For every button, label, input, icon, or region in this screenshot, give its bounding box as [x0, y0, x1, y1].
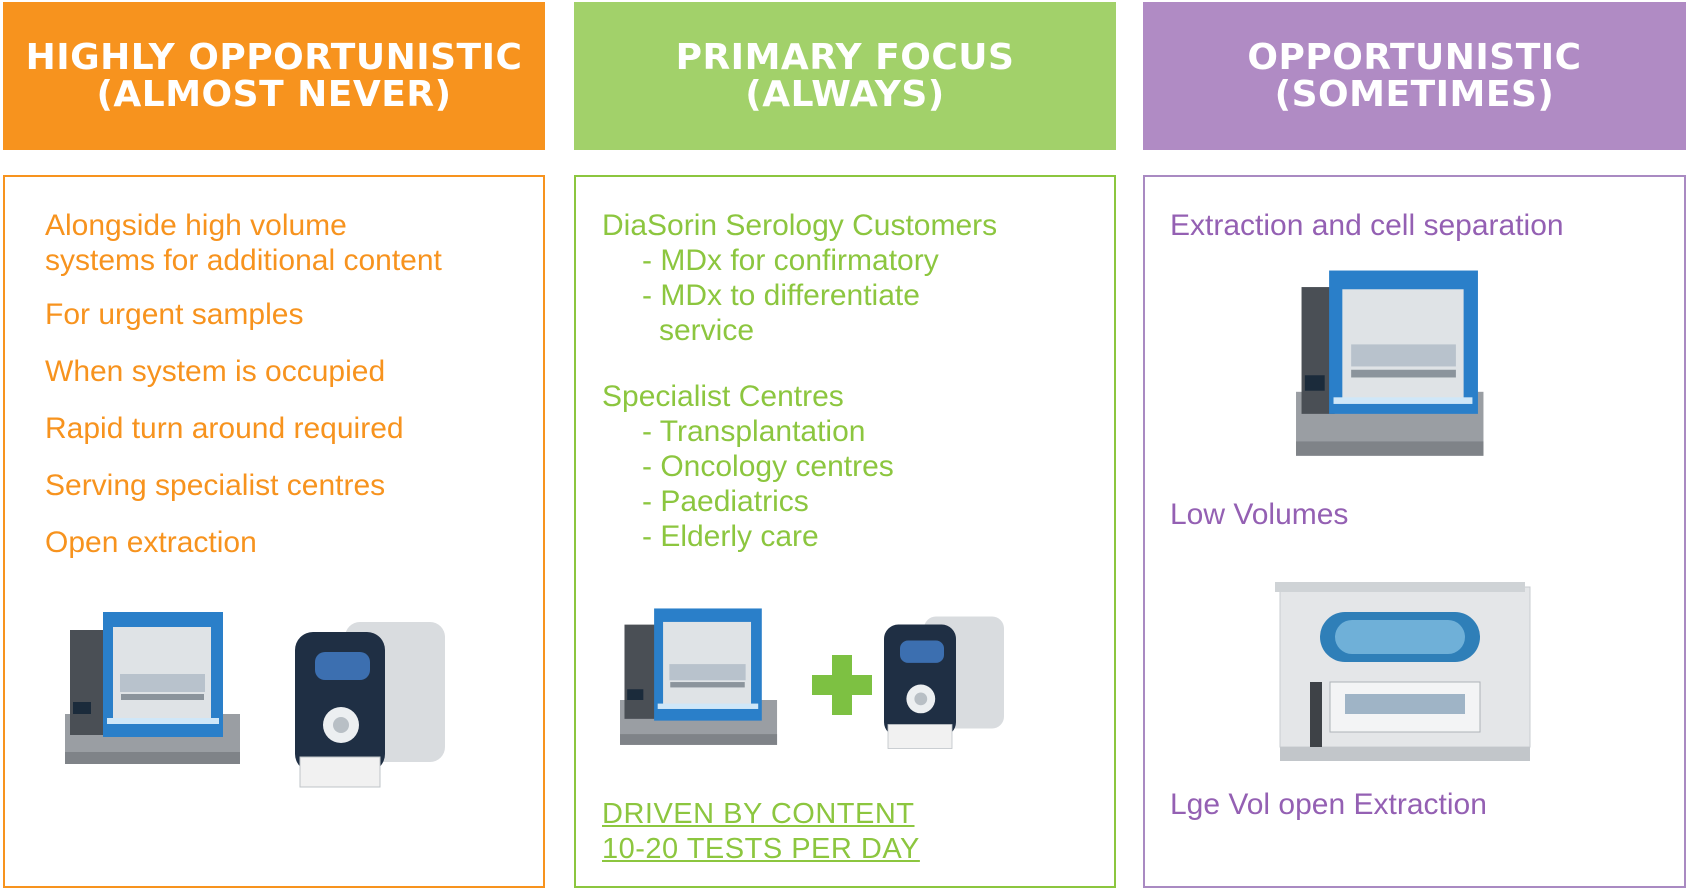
list-item: - Elderly care	[642, 520, 819, 553]
panel-primary-focus: DiaSorin Serology Customers - MDx for co…	[574, 175, 1116, 888]
header-subtitle: (ALMOST NEVER)	[96, 74, 452, 115]
list-item: - MDx for confirmatory	[642, 244, 939, 277]
header-primary-focus: PRIMARY FOCUS (ALWAYS)	[574, 2, 1116, 150]
list-item: For urgent samples	[45, 298, 304, 331]
summary-line: DRIVEN BY CONTENT	[602, 798, 915, 830]
extraction-instrument-image	[65, 612, 240, 764]
large-volume-extraction-image	[1275, 582, 1531, 761]
header-opportunistic: OPPORTUNISTIC (SOMETIMES)	[1143, 2, 1686, 150]
pcr-instrument-image	[884, 616, 1004, 749]
list-item: service	[659, 314, 755, 347]
list-item: - Transplantation	[642, 415, 866, 448]
group-title: Specialist Centres	[602, 380, 844, 413]
list-item: When system is occupied	[45, 355, 386, 388]
customer-group-specialist: Specialist Centres - Transplantation - O…	[602, 379, 894, 554]
header-highly-opportunistic: HIGHLY OPPORTUNISTIC (ALMOST NEVER)	[3, 2, 545, 150]
list-item: - MDx to differentiate	[642, 279, 920, 312]
label-large-volume-extraction: Lge Vol open Extraction	[1170, 788, 1487, 821]
header-subtitle: (SOMETIMES)	[1274, 74, 1555, 115]
list-item: - Oncology centres	[642, 450, 894, 483]
group-title: DiaSorin Serology Customers	[602, 209, 998, 242]
list-item: Open extraction	[45, 526, 257, 559]
extraction-instrument-image	[620, 608, 778, 745]
volume-summary: DRIVEN BY CONTENT 10-20 TESTS PER DAY	[602, 797, 920, 867]
header-title: HIGHLY OPPORTUNISTIC	[25, 37, 523, 78]
list-item: Rapid turn around required	[45, 412, 404, 445]
label-low-volumes: Low Volumes	[1170, 498, 1349, 531]
summary-line: 10-20 TESTS PER DAY	[602, 833, 920, 865]
header-title: OPPORTUNISTIC	[1247, 37, 1582, 78]
label-extraction: Extraction and cell separation	[1170, 209, 1564, 242]
list-item: - Paediatrics	[642, 485, 809, 518]
panel-opportunistic: Extraction and cell separation Low Volum…	[1143, 175, 1686, 888]
extraction-instrument-image	[1296, 270, 1484, 456]
list-item: Serving specialist centres	[45, 469, 386, 502]
pcr-instrument-image	[295, 622, 445, 788]
customer-group-serology: DiaSorin Serology Customers - MDx for co…	[602, 208, 997, 348]
header-subtitle: (ALWAYS)	[745, 74, 945, 115]
plus-icon	[812, 655, 872, 715]
header-title: PRIMARY FOCUS	[675, 37, 1015, 78]
